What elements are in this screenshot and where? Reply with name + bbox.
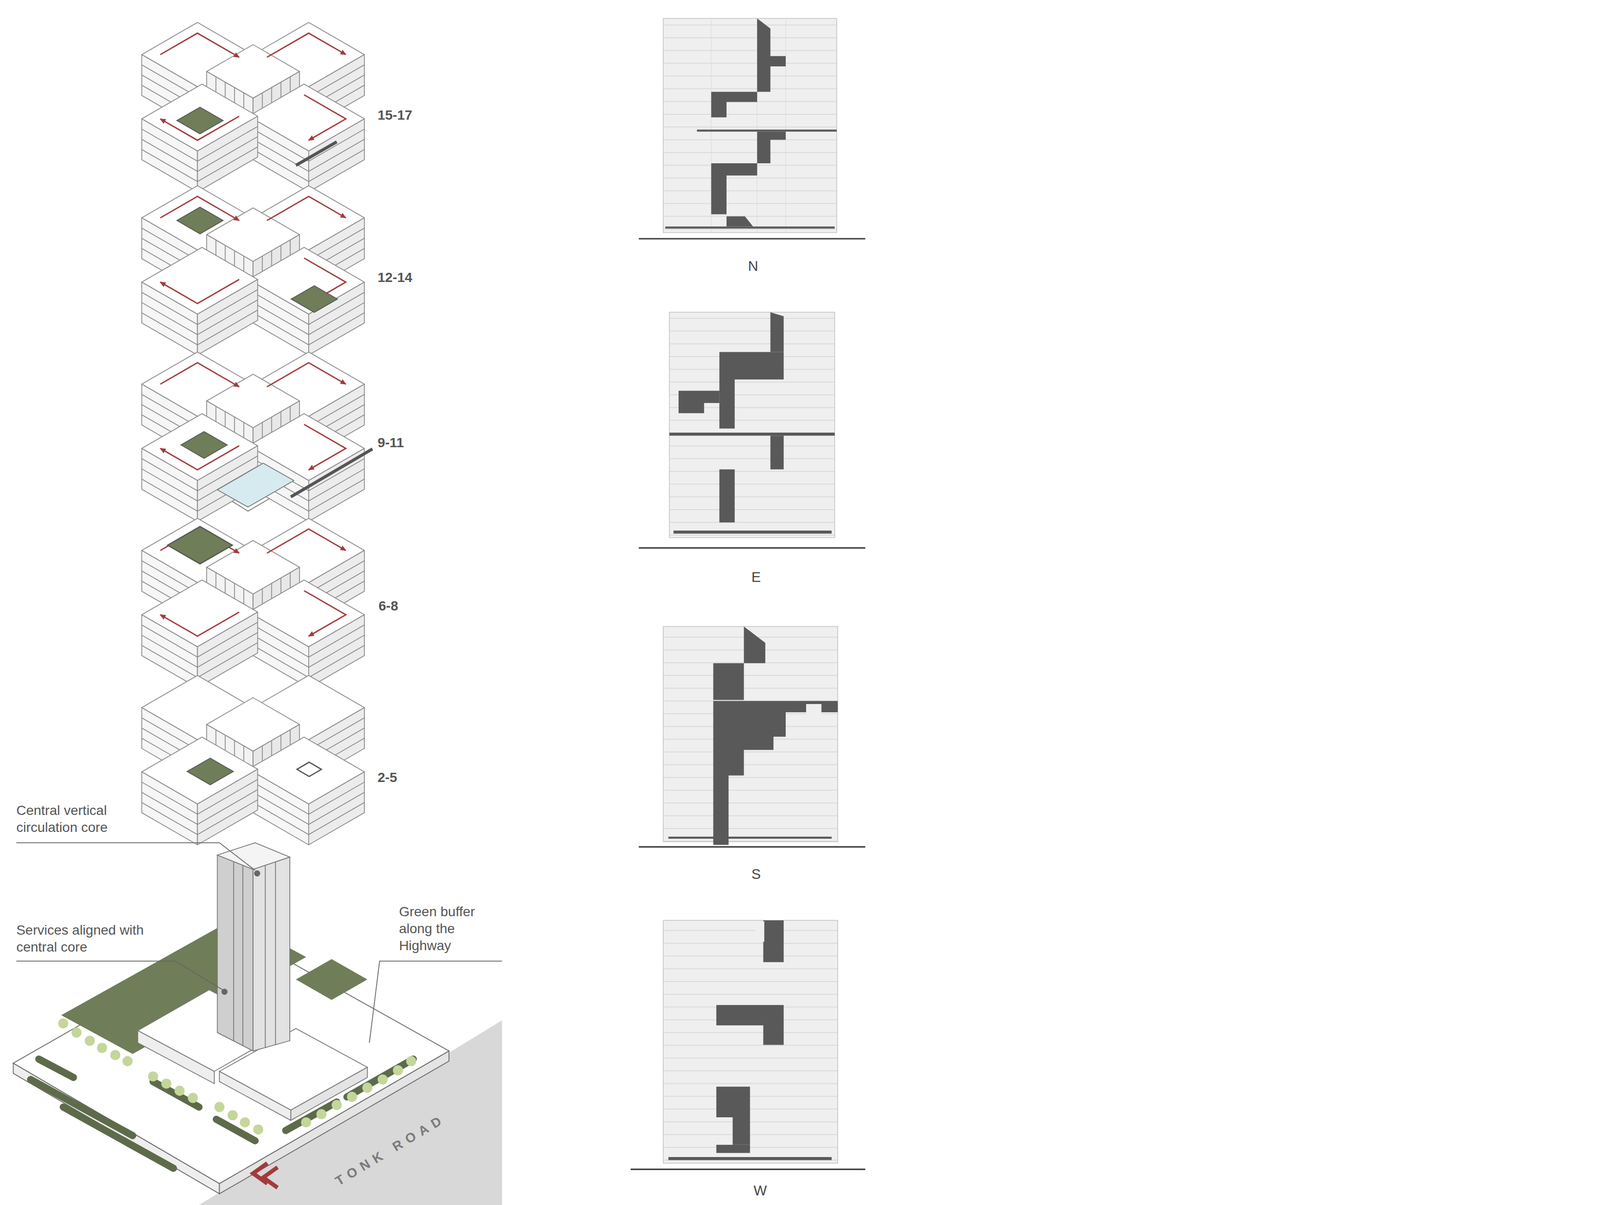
floor-level (141, 22, 365, 192)
level-label: 15-17 (377, 107, 413, 124)
north-elevation (638, 18, 866, 239)
elevation-label: W (753, 1183, 767, 1200)
elevation-label: N (747, 258, 759, 275)
level-label: 2-5 (377, 770, 397, 786)
east-elevation (638, 312, 866, 548)
west-elevation (630, 920, 866, 1170)
callout-text: Central vertical circulation core (16, 802, 133, 837)
level-label: 9-11 (377, 435, 405, 451)
south-elevation (638, 626, 866, 848)
callout-text: Services aligned with central core (16, 921, 162, 956)
site-plan (13, 842, 502, 1205)
floor-level (141, 675, 365, 846)
elevation-label: E (751, 569, 761, 586)
level-label: 6-8 (378, 598, 398, 615)
floor-level (141, 518, 365, 689)
road-name: TONK ROAD (332, 1111, 449, 1190)
level-label: 12-14 (377, 269, 413, 286)
floor-level (141, 185, 365, 356)
elevation-label: S (751, 866, 761, 883)
leader-line (16, 842, 503, 1044)
floor-level (141, 352, 373, 523)
callout-text: Green buffer along the Highway (398, 903, 492, 955)
